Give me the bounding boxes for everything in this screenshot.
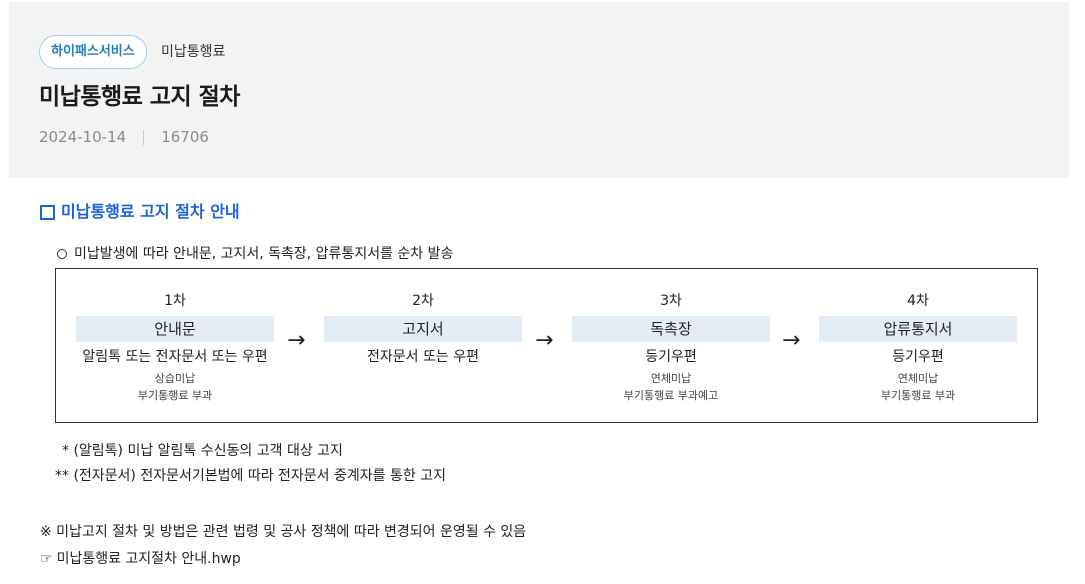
footnote-e-document: ** (전자문서) 전자문서기본법에 따라 전자문서 중계자를 통한 고지: [55, 468, 446, 484]
step-number: 2차: [412, 293, 434, 309]
intro-text: 미납발생에 따라 안내문, 고지서, 독촉장, 압류통지서를 순차 발송: [74, 246, 454, 262]
step-note: 부기통행료 부과: [137, 389, 213, 402]
pointing-hand-icon: ☞: [40, 551, 53, 567]
category-tag[interactable]: 하이패스서비스: [39, 35, 147, 69]
step-note: 부기통행료 부과예고: [623, 389, 719, 402]
attachment-filename[interactable]: 미납통행료 고지절차 안내.hwp: [56, 551, 241, 567]
step-4: 4차 압류통지서 등기우편 연체미납 부기통행료 부과: [819, 269, 1017, 404]
step-note: 연체미납: [897, 372, 939, 385]
step-2: 2차 고지서 전자문서 또는 우편: [324, 269, 522, 367]
section-heading-text: 미납통행료 고지 절차 안내: [61, 202, 240, 221]
notice-text: ※ 미납고지 절차 및 방법은 관련 법령 및 공사 정책에 따라 변경되어 운…: [40, 524, 527, 540]
step-name: 안내문: [76, 316, 274, 342]
step-method: 등기우편: [892, 349, 944, 365]
page-title: 미납통행료 고지 절차: [39, 84, 240, 110]
step-method: 등기우편: [645, 349, 697, 365]
intro-line: 미납발생에 따라 안내문, 고지서, 독촉장, 압류통지서를 순차 발송: [57, 244, 453, 264]
attachment-link[interactable]: ☞ 미납통행료 고지절차 안내.hwp: [40, 549, 241, 569]
step-number: 1차: [164, 293, 186, 309]
step-name: 고지서: [324, 316, 522, 342]
step-3: 3차 독촉장 등기우편 연체미납 부기통행료 부과예고: [572, 269, 770, 404]
circle-bullet-icon: [57, 249, 67, 259]
post-date: 2024-10-14: [39, 128, 127, 146]
post-header: 하이패스서비스 미납통행료 미납통행료 고지 절차 2024-10-14 167…: [9, 2, 1069, 178]
step-name: 압류통지서: [819, 316, 1017, 342]
step-note: 상습미납: [154, 372, 196, 385]
step-1: 1차 안내문 알림톡 또는 전자문서 또는 우편 상습미납 부기통행료 부과: [76, 269, 274, 404]
square-bullet-icon: [40, 204, 55, 220]
breadcrumb-current: 미납통행료: [161, 44, 226, 60]
footnote-alimtalk: * (알림톡) 미납 알림톡 수신동의 고객 대상 고지: [62, 443, 343, 459]
step-name: 독촉장: [572, 316, 770, 342]
meta-divider: [143, 129, 145, 145]
step-number: 3차: [660, 293, 682, 309]
step-method: 전자문서 또는 우편: [367, 349, 479, 365]
step-method: 알림톡 또는 전자문서 또는 우편: [82, 349, 268, 365]
arrow-right-icon: →: [782, 328, 801, 353]
post-meta: 2024-10-14 16706: [39, 127, 209, 147]
view-count: 16706: [161, 128, 209, 146]
step-note: 연체미납: [650, 372, 692, 385]
section-heading: 미납통행료 고지 절차 안내: [40, 201, 240, 223]
step-note: 부기통행료 부과: [880, 389, 956, 402]
step-number: 4차: [907, 293, 929, 309]
procedure-diagram: 1차 안내문 알림톡 또는 전자문서 또는 우편 상습미납 부기통행료 부과 →…: [55, 268, 1038, 423]
arrow-right-icon: →: [287, 328, 306, 353]
arrow-right-icon: →: [535, 328, 554, 353]
